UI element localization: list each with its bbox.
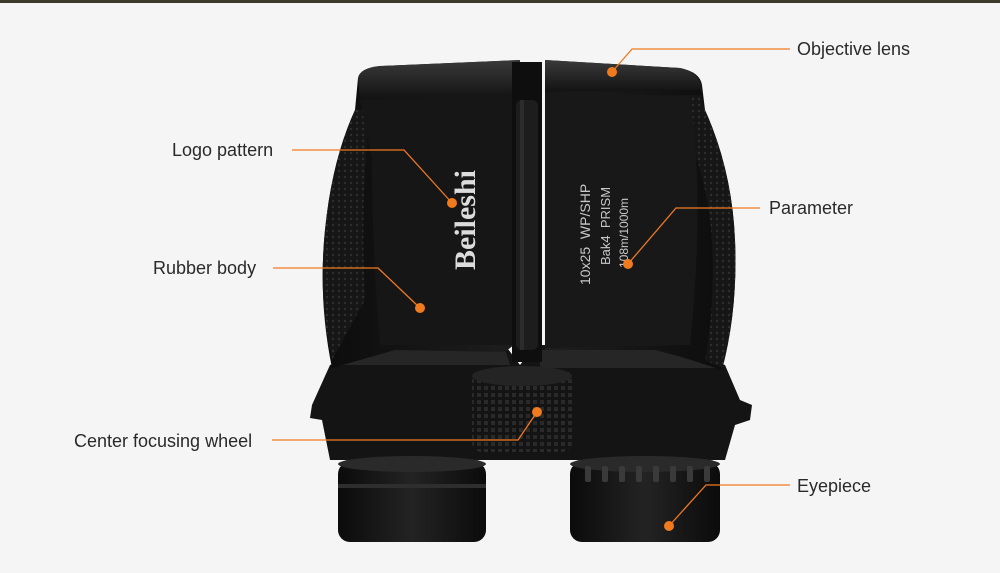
top-edge-strip (0, 0, 1000, 3)
label-rubber-body: Rubber body (153, 258, 257, 278)
left-barrel (322, 60, 520, 368)
leader-objective-lens (611, 48, 790, 73)
spec-line-1: 10x25 WP/SHP (577, 184, 593, 285)
callout-dots (415, 67, 674, 531)
left-eyepiece (338, 456, 486, 542)
leader-eyepiece (668, 484, 790, 527)
spec-line-2: Bak4 PRISM (598, 187, 613, 265)
right-eyepiece (570, 456, 720, 542)
dot-logo-pattern (447, 198, 457, 208)
callout-lines (272, 48, 790, 527)
brand-logo-text: Beileshi (449, 170, 482, 270)
dot-parameter (623, 259, 633, 269)
label-objective-lens: Objective lens (797, 39, 911, 59)
dot-center-focusing-wheel (532, 407, 542, 417)
dot-rubber-body (415, 303, 425, 313)
leader-rubber-body (273, 267, 421, 309)
label-center-focusing-wheel: Center focusing wheel (74, 431, 253, 451)
leader-parameter (627, 207, 760, 265)
label-eyepiece: Eyepiece (797, 476, 872, 496)
dot-eyepiece (664, 521, 674, 531)
dot-objective-lens (607, 67, 617, 77)
label-parameter: Parameter (769, 198, 854, 218)
right-barrel (545, 60, 736, 370)
label-logo-pattern: Logo pattern (172, 140, 274, 160)
leader-center-focusing-wheel (272, 411, 538, 441)
center-hinge (512, 62, 542, 362)
leader-logo-pattern (292, 149, 453, 204)
focusing-wheel (472, 366, 572, 452)
spec-line-3: 108m/1000m (617, 198, 631, 268)
